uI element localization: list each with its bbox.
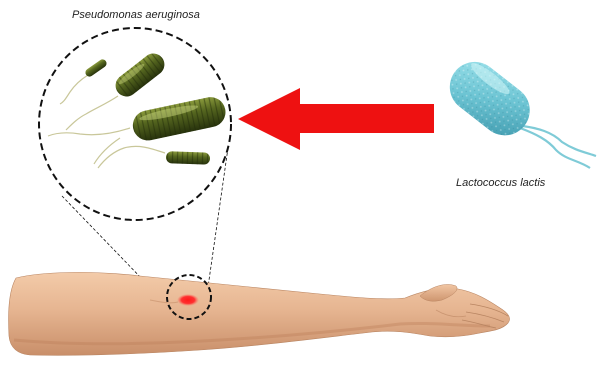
lactococcus-cell	[440, 52, 596, 168]
magnified-view	[39, 28, 231, 220]
pseudomonas-cell-bottom	[166, 151, 210, 165]
lactococcus-label: Lactococcus lactis	[456, 177, 545, 189]
human-arm	[9, 272, 510, 355]
infection-spot	[177, 294, 199, 306]
red-arrow	[238, 88, 434, 150]
arrow-shape	[238, 88, 434, 150]
pseudomonas-label: Pseudomonas aeruginosa	[72, 9, 200, 21]
lactococcus-flagellum-1	[520, 128, 590, 168]
